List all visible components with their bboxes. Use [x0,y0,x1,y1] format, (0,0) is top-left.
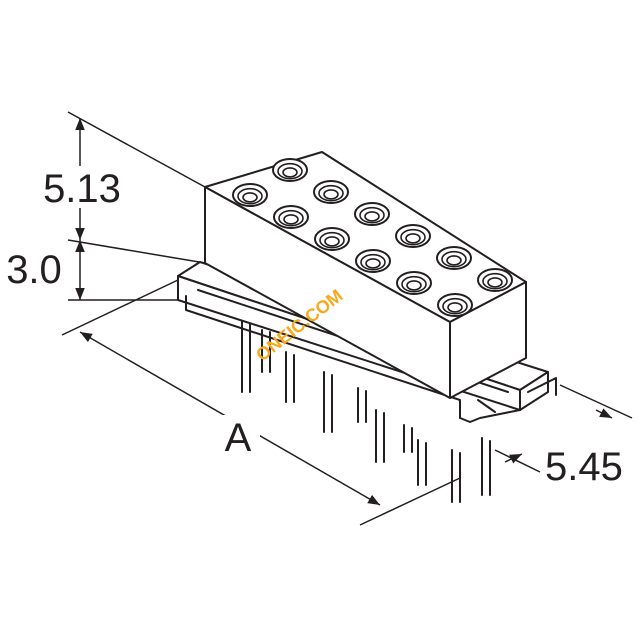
contact-hole [314,227,350,251]
base-end-face [519,371,549,411]
extension-line [61,279,179,336]
dimension-arrow [595,408,613,419]
dimension-height-base: 3.0 [0,240,178,301]
contact-hole [273,205,309,229]
extension-line [359,477,461,526]
contact-hole [313,180,349,204]
extension-line [494,449,541,473]
dimension-label-pitch: 5.45 [545,445,623,489]
dimension-label-height-base: 3.0 [6,248,62,292]
connector-housing [204,151,527,399]
base-latch [477,377,557,413]
contact-hole [477,268,513,292]
dimension-arrow [504,453,523,464]
contact-holes [232,158,513,317]
dimension-label-length: A [225,416,252,460]
extension-line [67,239,206,264]
contact-hole [232,183,268,207]
contact-hole [355,249,391,273]
dimension-height-top: 5.13 [34,111,206,264]
extension-line [559,384,633,419]
housing-end-face [449,281,527,399]
base-foot [459,409,521,423]
contact-hole [395,224,431,248]
extension-line [67,111,206,188]
contact-hole [354,202,390,226]
contact-hole [436,246,472,270]
dimension-pitch: 5.45 [494,384,633,489]
contact-hole [272,158,308,182]
contact-hole [396,271,432,295]
dimension-length: A [61,279,461,526]
contact-hole [437,293,473,317]
dimension-label-height-top: 5.13 [43,167,121,211]
